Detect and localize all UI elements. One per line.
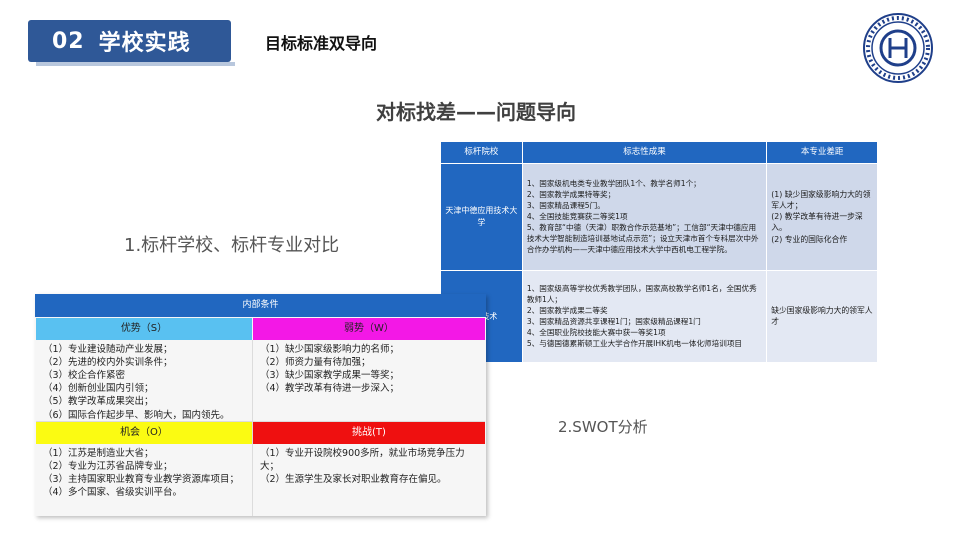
achievements-cell: 1、国家级机电类专业教学团队1个、教学名师1个； 2、国家教学成果特等奖； 3、…: [521, 163, 768, 271]
list-item: （3）校企合作紧密: [43, 370, 126, 382]
list-item: （1）缺少国家级影响力的名师；: [260, 344, 400, 355]
divider: [36, 421, 485, 422]
gap-line: (2) 教学改革有待进一步深入。: [771, 212, 863, 233]
gap-line: (2) 专业的国际化合作: [771, 234, 848, 244]
list-item: （3）缺少国家教学成果一等奖；: [260, 370, 400, 382]
section-badge: 02 学校实践: [28, 20, 235, 66]
gap-line: (1) 缺少国家级影响力大的领军人才；: [771, 189, 871, 210]
weaknesses-list: （1）缺少国家级影响力的名师； （2）师资力量有待加强； （3）缺少国家教学成果…: [254, 340, 484, 422]
achievement-line: 2、国家教学成果特等奖；: [526, 190, 616, 200]
opportunities-label: 机会（O）: [36, 422, 252, 444]
achievement-line: 4、全国职业院校技能大赛中获一等奖1项: [526, 328, 666, 338]
weaknesses-label: 弱势（W）: [253, 318, 485, 340]
swot-caption: 2.SWOT分析: [558, 418, 648, 436]
achievement-line: 2、国家教学成果二等奖: [526, 306, 608, 316]
achievement-line: 1、国家级高等学校优秀教学团队，国家高校教学名师1名，全国优秀教师1人；: [526, 284, 757, 305]
gap-cell: (1) 缺少国家级影响力大的领军人才； (2) 教学改革有待进一步深入。 (2)…: [766, 163, 878, 271]
list-item: （2）师资力量有待加强；: [260, 357, 371, 369]
list-item: （2）专业为江苏省品牌专业；: [43, 461, 173, 473]
gap-line: 缺少国家级影响力大的领军人才: [771, 306, 873, 327]
achievements-cell: 1、国家级高等学校优秀教学团队，国家高校教学名师1名，全国优秀教师1人； 2、国…: [521, 269, 768, 364]
list-item: （1）专业开设院校900多所，就业市场竞争压力大；: [260, 448, 465, 473]
opportunities-list: （1）江苏是制造业大省； （2）专业为江苏省品牌专业； （3）主持国家职业教育专…: [37, 444, 251, 516]
school-cell: 天津中德应用技术大学: [440, 163, 523, 271]
section-title: 学校实践: [98, 31, 191, 56]
achievement-line: 1、国家级机电类专业教学团队1个、教学名师1个；: [526, 179, 701, 189]
list-item: （6）国际合作起步早、影响大，国内领先。: [43, 409, 230, 421]
list-item: （2）先进的校内外实训条件；: [43, 357, 173, 369]
gap-cell: 缺少国家级影响力大的领军人才: [766, 269, 878, 364]
strengths-list: （1）专业建设随动产业发展； （2）先进的校内外实训条件； （3）校企合作紧密 …: [37, 340, 251, 422]
column-header-gap: 本专业差距: [766, 141, 878, 164]
list-item: （1）专业建设随动产业发展；: [43, 344, 173, 355]
swot-header: 内部条件: [35, 294, 486, 317]
achievement-line: 3、国家精品课程5门。: [526, 201, 605, 211]
divider: [252, 340, 253, 516]
achievement-line: 4、全国技能竞赛获二等奖1项: [526, 212, 628, 222]
benchmark-table: 标杆院校 标志性成果 本专业差距 天津中德应用技术大学 1、国家级机电类专业教学…: [440, 141, 878, 364]
list-item: （1）江苏是制造业大省；: [43, 448, 154, 459]
list-item: （3）主持国家职业教育专业教学资源库项目；: [43, 474, 240, 486]
swot-table: 内部条件 优势（S） 弱势（W） （1）专业建设随动产业发展； （2）先进的校内…: [35, 294, 486, 516]
main-title: 对标找差——问题导向: [376, 100, 576, 124]
list-item: （2）生源学生及家长对职业教育存在偏见。: [260, 474, 447, 486]
threats-list: （1）专业开设院校900多所，就业市场竞争压力大； （2）生源学生及家长对职业教…: [254, 444, 484, 516]
strengths-label: 优势（S）: [36, 318, 252, 340]
table-row: 天津中德应用技术大学 1、国家级机电类专业教学团队1个、教学名师1个； 2、国家…: [440, 163, 878, 271]
achievement-line: 5、与德国德累斯顿工业大学合作开展IHK机电一体化师培训项目: [526, 339, 743, 349]
threats-label: 挑战(T): [253, 422, 485, 444]
table-row: 职业技术 1、国家级高等学校优秀教学团队，国家高校教学名师1名，全国优秀教师1人…: [440, 269, 878, 364]
achievement-line: 3、国家精品资源共享课程1门；国家级精品课程1门: [526, 317, 701, 327]
list-item: （4）教学改革有待进一步深入；: [260, 383, 400, 395]
section-number: 02: [52, 28, 85, 54]
list-item: （4）创新创业国内引领；: [43, 383, 154, 395]
slide-subtitle: 目标标准双导向: [265, 34, 378, 53]
benchmark-caption: 1.标杆学校、标杆专业对比: [124, 235, 340, 256]
list-item: （5）教学改革成果突出；: [43, 396, 154, 408]
school-logo-icon: [863, 13, 933, 83]
list-item: （4）多个国家、省级实训平台。: [43, 487, 183, 499]
achievement-line: 5、教育部“中德（天津）职教合作示范基地”；工信部“天津中德应用技术大学智能制造…: [526, 223, 759, 255]
column-header-school: 标杆院校: [440, 141, 523, 164]
column-header-achievements: 标志性成果: [521, 141, 768, 164]
